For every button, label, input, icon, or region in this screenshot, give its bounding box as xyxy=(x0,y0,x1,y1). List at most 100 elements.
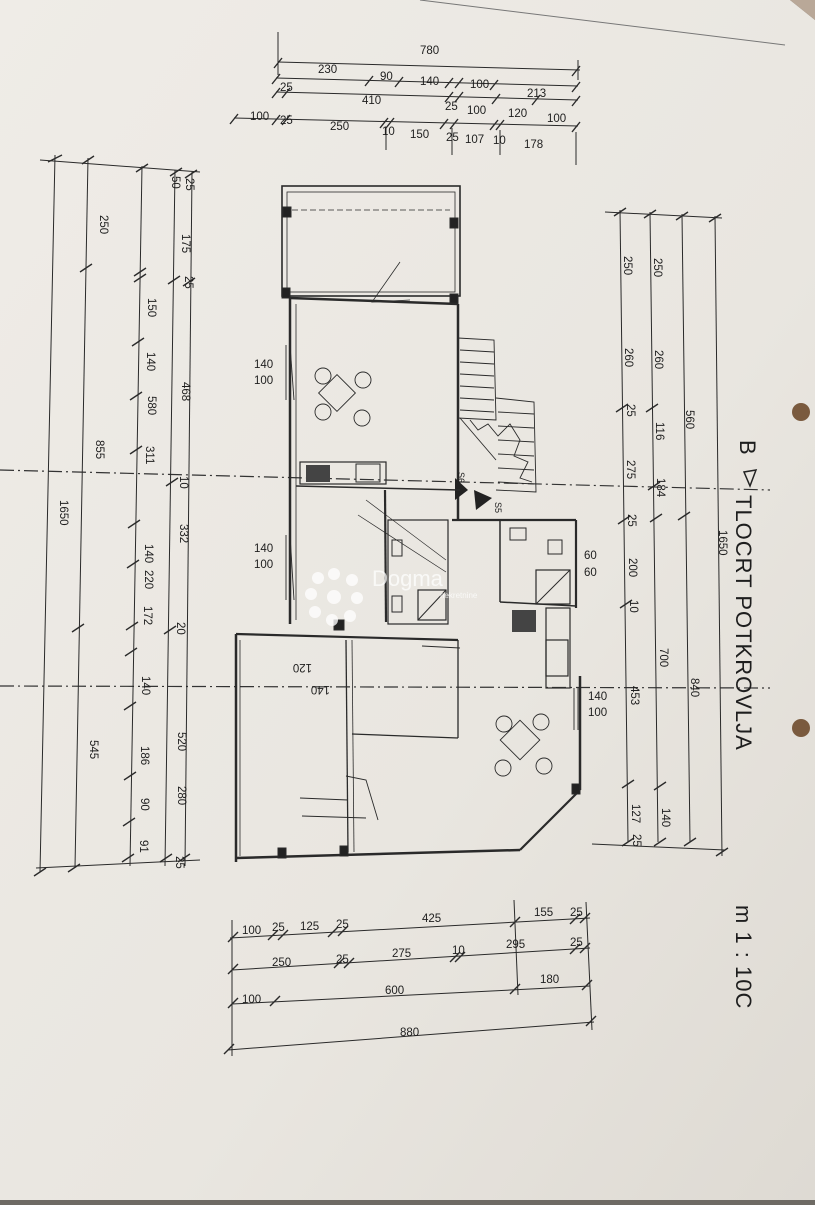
dimension-label: 100 xyxy=(242,925,261,937)
dimension-label: 180 xyxy=(540,974,559,986)
dimension-label: 520 xyxy=(175,732,187,751)
dimension-label: 25 xyxy=(336,954,349,966)
dimension-label: 175 xyxy=(179,234,191,253)
section-lines xyxy=(0,469,771,689)
window-labels: 140 100 140 100 60 60 140 100 120 140 xyxy=(254,359,607,719)
dimension-label: 107 xyxy=(465,134,484,146)
dimension-label: 25 xyxy=(183,178,195,191)
dimension-label: 250 xyxy=(272,957,291,969)
stair-arrow-s6 xyxy=(455,478,468,500)
top-dimension-lines xyxy=(229,32,581,165)
dimension-label: 100 xyxy=(250,111,269,123)
floor-plan xyxy=(234,185,582,862)
dimension-label: 425 xyxy=(422,913,441,925)
dimension-label: 140 xyxy=(588,691,607,703)
dimension-label: 1650 xyxy=(716,530,728,556)
bottom-dimension-lines xyxy=(223,899,597,1056)
watermark-logo-icon xyxy=(305,568,363,626)
dimension-label: 90 xyxy=(138,798,150,811)
dimension-label: S5 xyxy=(493,502,503,513)
dimension-label: 250 xyxy=(97,215,109,234)
dimension-label: 25 xyxy=(182,276,194,289)
bottom-dimension-labels: 100 25 125 25 425 155 25 250 25 275 10 2… xyxy=(242,907,583,1039)
dimension-label: 150 xyxy=(410,129,429,141)
dimension-label: 140 xyxy=(311,683,330,695)
dim-top-overall: 780 xyxy=(420,45,439,57)
dimension-label: 116 xyxy=(653,422,665,440)
dimension-label: 127 xyxy=(629,804,641,823)
watermark-brand: Dogma xyxy=(372,566,444,591)
dimension-label: 25 xyxy=(280,115,293,127)
dimension-label: 275 xyxy=(624,460,636,479)
dimension-label: 10 xyxy=(452,945,465,957)
dimension-label: 560 xyxy=(683,410,695,429)
dimension-label: 25 xyxy=(570,937,583,949)
dimension-label: 580 xyxy=(145,396,157,415)
top-dimension-labels: 780 230 90 140 100 213 25 410 25 100 120… xyxy=(250,45,566,151)
dimension-label: 230 xyxy=(318,64,337,76)
stair-labels: S6 S5 xyxy=(456,472,503,513)
dimension-label: 60 xyxy=(584,567,597,579)
dimension-label: 453 xyxy=(628,686,640,705)
dimension-label: 100 xyxy=(254,559,273,571)
dimension-label: 1650 xyxy=(57,500,69,526)
dimension-label: 468 xyxy=(179,382,191,401)
dimension-label: 60 xyxy=(584,550,597,562)
dimension-label: 280 xyxy=(175,786,187,805)
dimension-label: 100 xyxy=(547,113,566,125)
dimension-label: 410 xyxy=(362,95,381,107)
dimension-label: 220 xyxy=(142,570,154,589)
left-dimension-lines xyxy=(33,154,201,877)
dimension-label: 25 xyxy=(570,907,583,919)
dimension-label: 100 xyxy=(242,994,261,1006)
drawing-scale: m 1 : 10C xyxy=(731,905,756,1009)
dimension-label: 880 xyxy=(400,1027,419,1039)
dimension-label: 155 xyxy=(534,907,553,919)
section-mark: B xyxy=(735,440,760,456)
dimension-label: 90 xyxy=(380,71,393,83)
dimension-label: 178 xyxy=(524,139,543,151)
dimension-label: 91 xyxy=(137,840,149,853)
dimension-label: 140 xyxy=(659,808,671,827)
dimension-label: S6 xyxy=(456,472,466,483)
dimension-label: 100 xyxy=(470,79,489,91)
dimension-label: 140 xyxy=(139,676,151,695)
dimension-label: 10 xyxy=(493,135,506,147)
dimension-label: 260 xyxy=(622,348,634,367)
punch-hole-bottom xyxy=(792,719,810,737)
dimension-label: 250 xyxy=(330,121,349,133)
dimension-label: 600 xyxy=(385,985,404,997)
dimension-label: 100 xyxy=(467,105,486,117)
section-arrow-icon xyxy=(742,469,758,489)
dimension-label: 25 xyxy=(272,922,285,934)
dimension-label: 250 xyxy=(651,258,663,277)
dimension-label: 25 xyxy=(624,404,636,417)
dimension-label: 140 xyxy=(144,352,156,371)
dimension-label: 25 xyxy=(446,132,459,144)
dimension-label: 125 xyxy=(300,921,319,933)
dimension-label: 260 xyxy=(652,350,664,369)
dimension-label: 855 xyxy=(93,440,105,459)
dimension-label: 140 xyxy=(420,76,439,88)
dimension-label: 250 xyxy=(621,256,633,275)
dimension-label: 120 xyxy=(508,108,527,120)
dimension-label: 25 xyxy=(445,101,458,113)
dimension-label: 10 xyxy=(382,126,395,138)
dimension-label: 140 xyxy=(254,543,273,555)
dimension-label: 10 xyxy=(627,600,639,613)
dimension-label: 275 xyxy=(392,948,411,960)
drawing-title-block: B TLOCRT POTKROVLJA m 1 : 10C xyxy=(731,440,760,1009)
dimension-label: 100 xyxy=(254,375,273,387)
watermark: Dogma nekretnine xyxy=(305,566,478,626)
dimension-label: 545 xyxy=(87,740,99,759)
dimension-label: 840 xyxy=(688,678,700,697)
dimension-label: 25 xyxy=(630,834,642,847)
dimension-label: 25 xyxy=(625,514,637,527)
dimension-label: 140 xyxy=(142,544,154,563)
dimension-label: 20 xyxy=(174,622,186,635)
dimension-label: 25 xyxy=(280,82,293,94)
dimension-label: 200 xyxy=(626,558,638,577)
right-dimension-lines xyxy=(591,207,729,857)
dimension-label: 120 xyxy=(293,661,312,673)
